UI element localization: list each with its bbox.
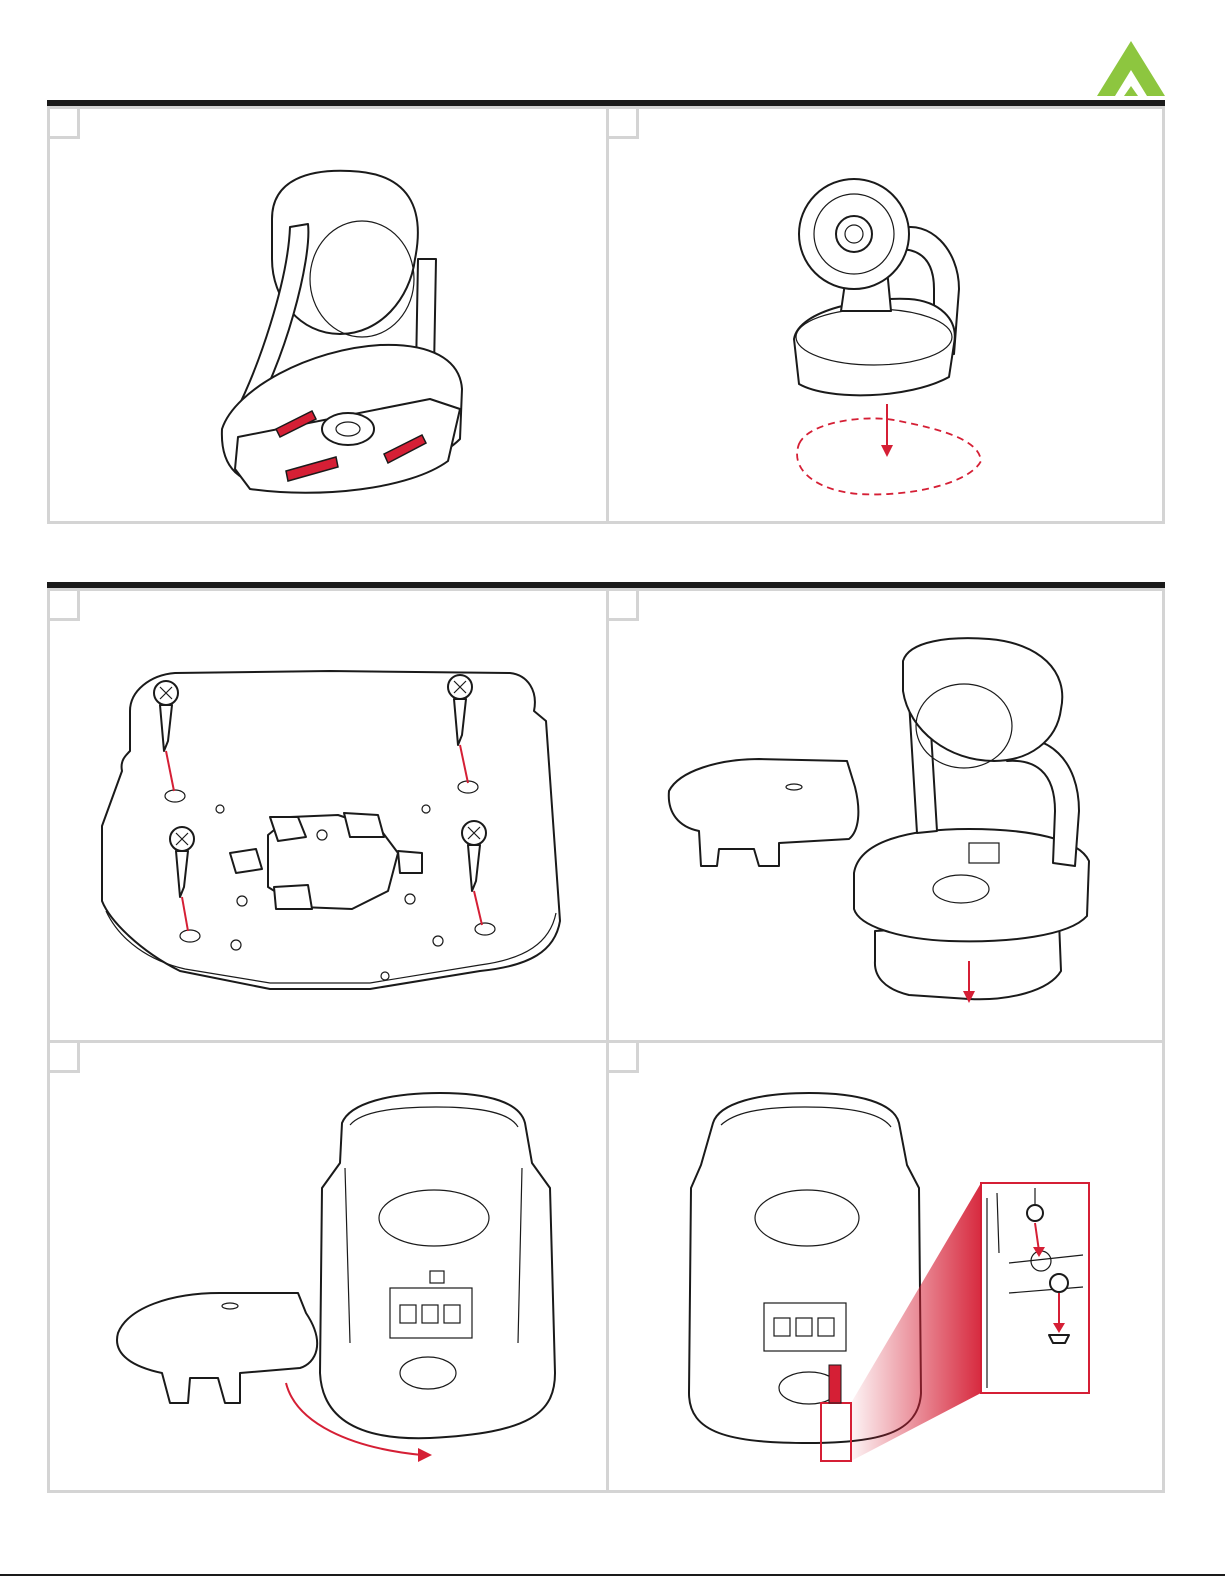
camera-base-adhesive-strips-illustration [50, 109, 610, 525]
step-panel-2 [606, 106, 1165, 524]
mounting-screw-detail-illustration [609, 1043, 1166, 1494]
page-bottom-rule [0, 1574, 1225, 1576]
step-panel-5 [47, 1040, 609, 1493]
camera-base-separation-illustration [609, 591, 1166, 1044]
step-panel-1 [47, 106, 609, 524]
step-panel-6 [606, 1040, 1165, 1493]
step-panel-4 [606, 588, 1165, 1043]
base-cover-removal-illustration [50, 1043, 610, 1494]
camera-placement-illustration [609, 109, 1166, 525]
step-panel-3 [47, 588, 609, 1043]
mounting-plate-screws-illustration [50, 591, 610, 1044]
